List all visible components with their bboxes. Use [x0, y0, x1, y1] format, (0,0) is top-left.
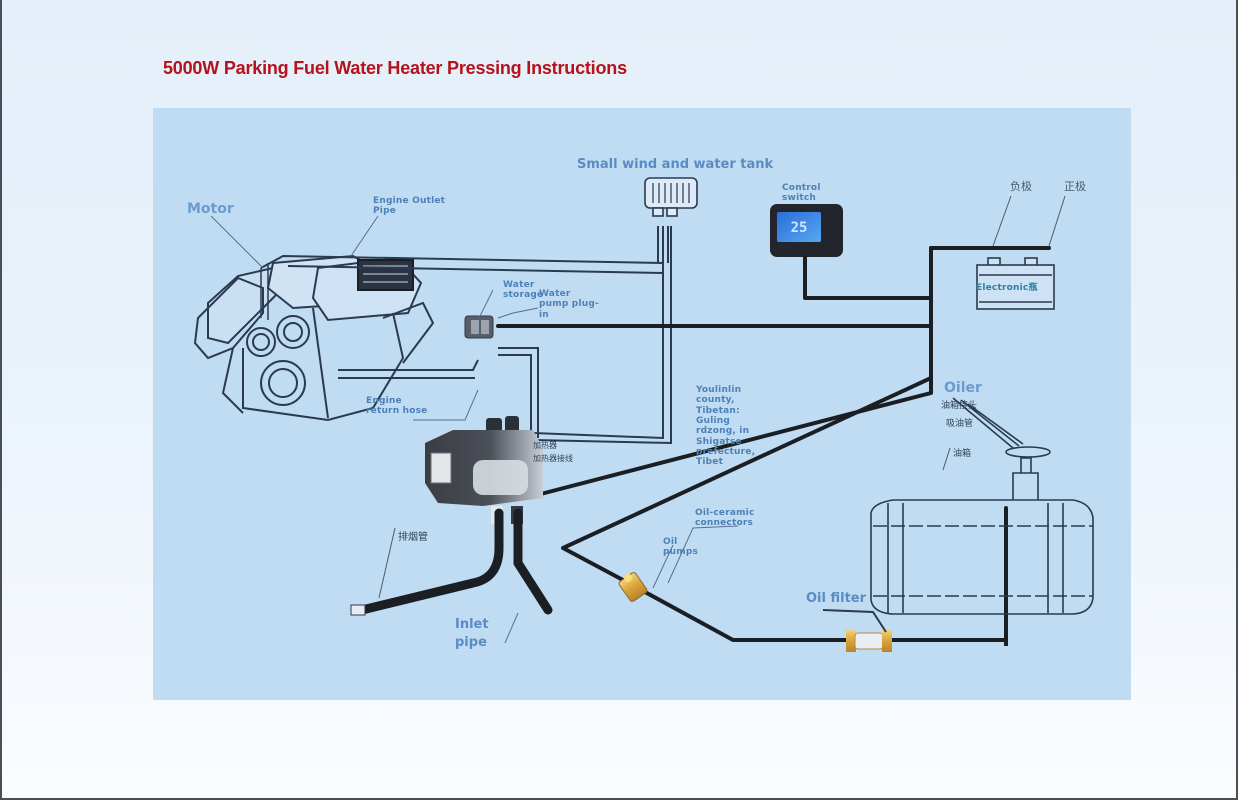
exhaust-pipe: [353, 508, 553, 616]
exhaust-tip: [350, 604, 366, 616]
heater-note-1: 加热器: [533, 440, 557, 450]
control-display-value: 25: [791, 220, 808, 236]
heater-unit-drawing: [425, 416, 543, 524]
label-oil-ceramic-connectors: Oil-ceramic connectors: [695, 508, 755, 529]
engine-outlet-pipe-line: [260, 226, 672, 445]
page-title: 5000W Parking Fuel Water Heater Pressing…: [163, 58, 627, 78]
expansion-tank-drawing: [644, 177, 698, 217]
battery-drawing: [976, 257, 1055, 310]
label-motor: Motor: [187, 201, 234, 217]
label-water-pump-plug-in: Water pump plug-in: [539, 289, 599, 320]
oiler-note-2: 吸油管: [946, 417, 973, 429]
battery-positive-mark: 正极: [1064, 179, 1086, 193]
engine-return-hose-line: [338, 347, 539, 438]
battery-label-glyph: 瓶: [1028, 283, 1038, 293]
label-small-wind-and-water-tank: Small wind and water tank: [577, 157, 774, 172]
battery-label-text: Electronic: [976, 283, 1029, 293]
label-battery-electronic: Electronic瓶: [976, 283, 1038, 293]
oil-filter-drawing: [846, 630, 892, 652]
fuel-tank-drawing: [870, 397, 1094, 615]
leader-lines: [210, 215, 739, 644]
battery-negative-mark: 负极: [1010, 179, 1032, 193]
label-inlet-pipe: Inlet pipe: [455, 617, 489, 650]
label-location-note: Youlinlin county, Tibetan: Guling rdzong…: [696, 385, 756, 468]
heater-note-2: 加热器接线: [533, 453, 573, 463]
label-oiler: Oiler: [944, 380, 982, 396]
oil-pump-drawing: [618, 572, 648, 602]
label-oil-pumps: Oil pumps: [663, 537, 699, 558]
control-switch-device: 25: [770, 204, 843, 257]
exhaust-pipe-mark: 排烟管: [398, 530, 428, 543]
oiler-note-1: 油箱接头: [941, 399, 977, 411]
label-engine-outlet-pipe: Engine Outlet Pipe: [373, 196, 446, 217]
water-pump-drawing: [464, 315, 494, 339]
label-engine-return-hose: Engine return hose: [366, 396, 428, 417]
engine-drawing: [193, 254, 435, 422]
oiler-note-3: 油箱: [953, 447, 971, 459]
label-oil-filter: Oil filter: [806, 591, 867, 606]
label-water-storage: Water storage: [503, 280, 544, 301]
label-control-switch: Control switch: [782, 183, 821, 204]
heater-installation-diagram: 25 负极 正极 加热器: [153, 108, 1131, 700]
